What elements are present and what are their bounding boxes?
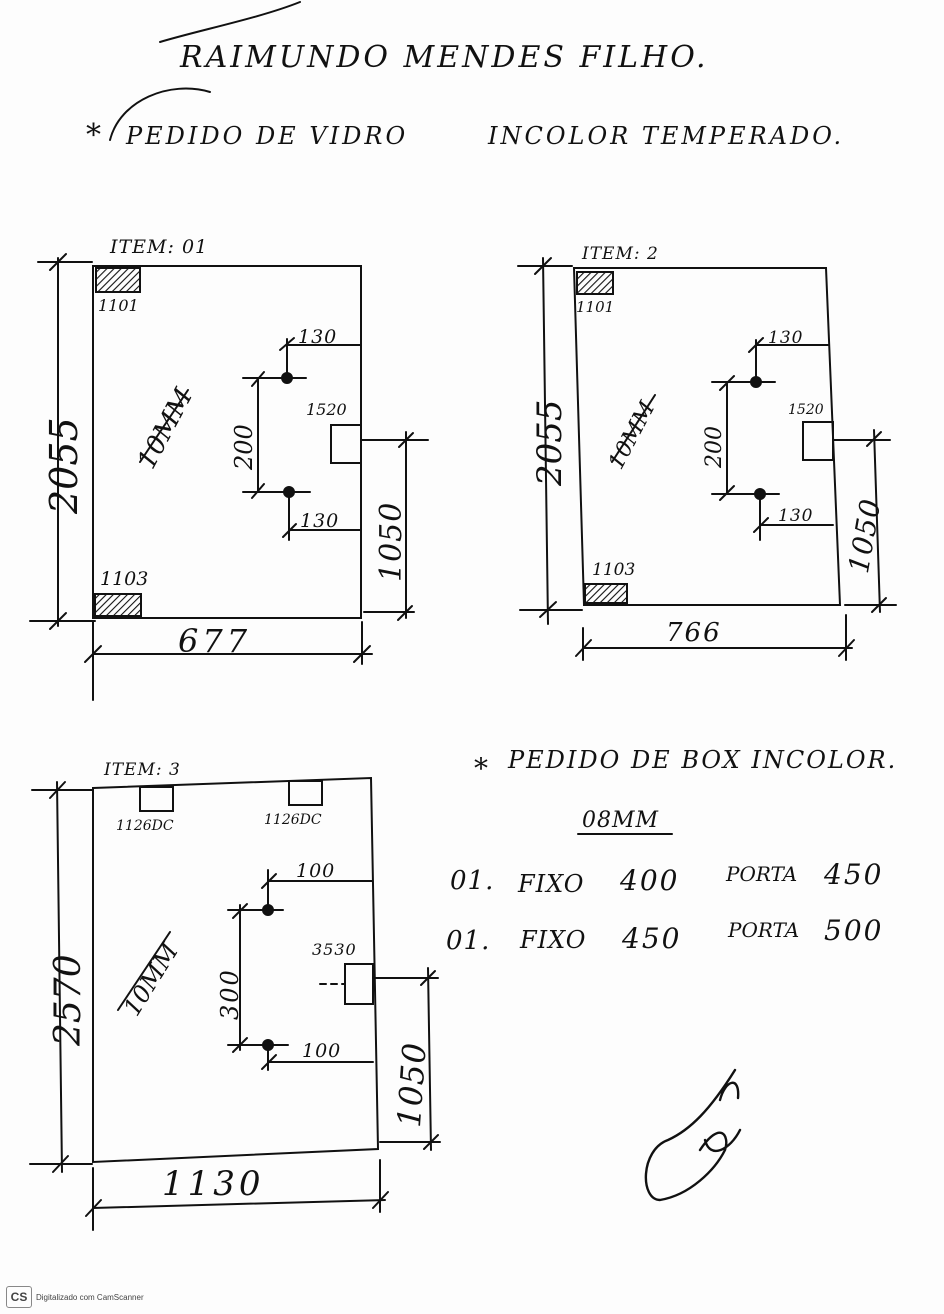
item-2-hinge-top: 1101 <box>576 298 615 316</box>
box-line-1-fixo-label: FIXO <box>518 870 585 898</box>
item-2-glass-panel <box>572 267 842 606</box>
item-2-title: ITEM: 2 <box>582 244 659 264</box>
item-1-hinge-top-mark <box>95 267 141 293</box>
item-3-fitting-right: 1126DC <box>264 812 322 828</box>
item-1-width: 677 <box>178 622 252 660</box>
box-line-1-qty: 01. <box>450 866 495 896</box>
box-line-1-fixo: 400 <box>620 864 680 897</box>
camscanner-logo: CS <box>6 1286 32 1308</box>
order-title: PEDIDO DE VIDRO <box>126 122 409 150</box>
signature <box>644 1068 742 1202</box>
item-2-width: 766 <box>666 618 722 648</box>
item-3-hole-bottom-offset: 100 <box>302 1040 342 1062</box>
item-3-fitting-right-mark <box>288 780 323 806</box>
item-2-height: 2055 <box>530 399 570 486</box>
item-2-hole-top-offset: 130 <box>768 328 804 348</box>
item-3-fitting-left-mark <box>139 786 174 812</box>
scanner-footer: CS Digitalizado com CamScanner <box>6 1286 144 1308</box>
item-2-hinge-bottom: 1103 <box>592 560 636 580</box>
item-2-hole-spacing: 200 <box>702 426 727 468</box>
item-1-hole-top-offset: 130 <box>298 326 338 348</box>
header-flourish-name <box>159 1 301 43</box>
item-1-title: ITEM: 01 <box>110 236 209 258</box>
item-1-height: 2055 <box>42 417 86 514</box>
item-3-fitting-left: 1126DC <box>116 818 174 834</box>
item-3-height: 2570 <box>48 954 89 1046</box>
box-line-2-fixo: 450 <box>622 922 682 955</box>
item-3-hole-spacing: 300 <box>216 968 244 1020</box>
item-3-glass-panel <box>92 776 380 1164</box>
item-1-lock-cutout <box>330 424 362 464</box>
order-title-asterisk: * <box>86 118 104 153</box>
box-order-title: PEDIDO DE BOX INCOLOR. <box>508 746 898 774</box>
item-3-hole-top-offset: 100 <box>296 860 336 882</box>
box-line-2-porta: 500 <box>824 914 884 947</box>
item-3-title: ITEM: 3 <box>104 760 181 780</box>
header-flourish-order <box>109 87 211 141</box>
item-1-hinge-bottom-mark <box>94 593 142 617</box>
item-1-glass-panel <box>92 265 362 619</box>
item-1-hole-spacing: 200 <box>230 424 258 470</box>
item-2-hole-bottom-offset: 130 <box>778 506 814 526</box>
item-3-lock-cutout <box>344 963 374 1005</box>
item-3-drawing <box>29 776 441 1231</box>
item-1-lock-code: 1520 <box>306 400 347 419</box>
item-2-drawing <box>517 257 897 661</box>
box-order-line-2: 01. FIXO 450 PORTA 500 <box>446 912 890 956</box>
item-1-drawing <box>29 253 429 701</box>
item-2-hinge-top-mark <box>576 271 614 295</box>
item-3-lock-height: 1050 <box>390 1040 434 1129</box>
item-1-hole-bottom-offset: 130 <box>300 510 340 532</box>
box-order-asterisk: * <box>474 752 491 785</box>
item-3-width: 1130 <box>162 1164 265 1204</box>
camscanner-text: Digitalizado com CamScanner <box>36 1292 144 1302</box>
item-1-hinge-top: 1101 <box>98 296 139 315</box>
box-line-1-porta: 450 <box>824 858 884 891</box>
box-line-2-fixo-label: FIXO <box>520 926 587 954</box>
item-2-lock-code: 1520 <box>788 402 824 418</box>
box-order-line-1: 01. FIXO 400 PORTA 450 <box>450 858 890 898</box>
box-order-thickness: 08MM <box>582 808 660 833</box>
item-2-lock-cutout <box>802 421 834 461</box>
item-1-hinge-bottom: 1103 <box>100 568 149 590</box>
order-subtitle: INCOLOR TEMPERADO. <box>488 122 845 150</box>
box-line-2-porta-label: PORTA <box>728 918 800 942</box>
box-line-2-qty: 01. <box>446 926 491 956</box>
item-3-lock-code: 3530 <box>312 940 357 959</box>
customer-name: RAIMUNDO MENDES FILHO. <box>180 40 709 75</box>
item-2-hinge-bottom-mark <box>584 583 628 604</box>
item-1-lock-height: 1050 <box>374 501 409 582</box>
box-line-1-porta-label: PORTA <box>726 862 798 886</box>
